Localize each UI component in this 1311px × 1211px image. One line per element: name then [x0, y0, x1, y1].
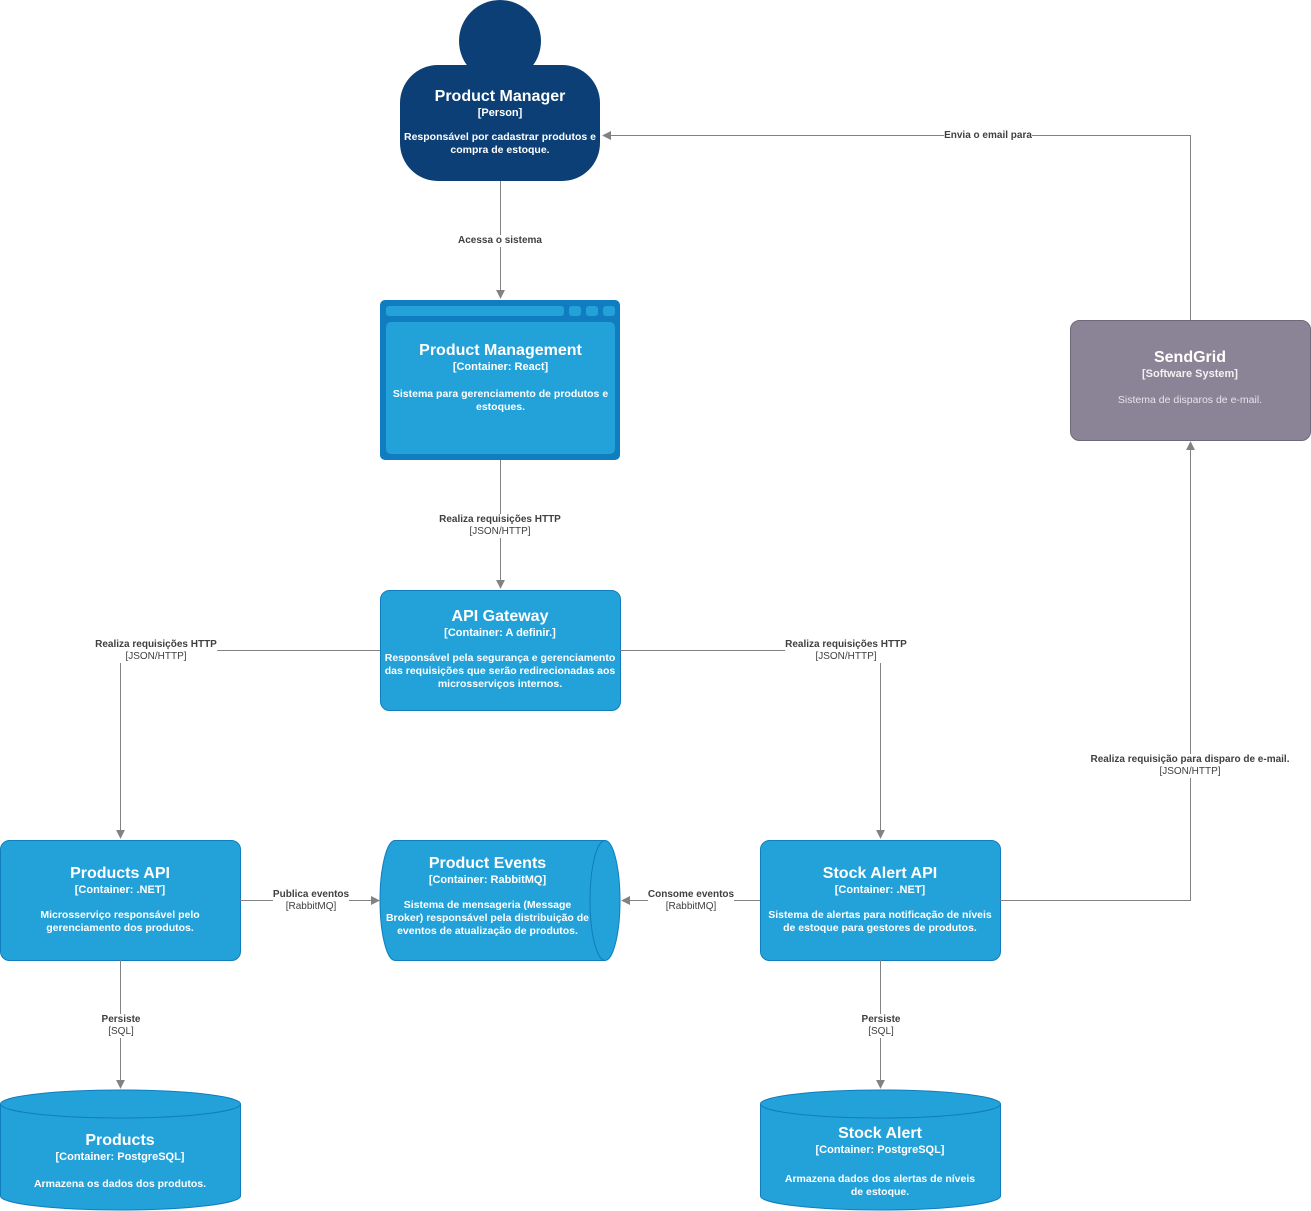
- node-description: Sistema de disparos de e-mail.: [1117, 394, 1263, 406]
- node-description: Responsável por cadastrar produtos e com…: [404, 131, 596, 156]
- edge-label-text: Acessa o sistema: [458, 235, 542, 246]
- node-description: Microsserviço responsável pelo gerenciam…: [40, 909, 200, 934]
- stock-alert-db-node[interactable]: Stock Alert [Container: PostgreSQL] Arma…: [760, 1125, 1000, 1199]
- node-description: Sistema de mensageria (Message Broker) r…: [385, 899, 590, 937]
- edge-envia: [602, 131, 1191, 320]
- edge-label-tech: [JSON/HTTP]: [469, 526, 531, 537]
- edge-label-text: Realiza requisição para disparo de e-mai…: [1090, 754, 1290, 765]
- edge-label-text: Envia o email para: [944, 130, 1032, 141]
- edge-gateway-to-products: [116, 650, 380, 839]
- node-type: [Container: PostgreSQL]: [815, 1144, 945, 1156]
- products-db-shape: [0, 1089, 241, 1211]
- node-title: Products: [85, 1132, 155, 1149]
- node-type: [Container: .NET]: [834, 884, 926, 896]
- person-head: [459, 0, 541, 82]
- node-description: Responsável pela segurança e gerenciamen…: [384, 652, 616, 690]
- node-type: [Software System]: [1142, 368, 1238, 380]
- node-title: Stock Alert: [838, 1125, 922, 1142]
- product-events-node[interactable]: Product Events [Container: RabbitMQ] Sis…: [380, 855, 595, 938]
- edge-label-tech: [JSON/HTTP]: [125, 651, 187, 662]
- edge-label-consome: Consome eventos [RabbitMQ]: [647, 889, 735, 913]
- node-description: Armazena dados dos alertas de níveis de …: [784, 1173, 976, 1198]
- edge-label-tech: [SQL]: [108, 1026, 134, 1037]
- edge-label-pm-to-gateway: Realiza requisições HTTP [JSON/HTTP]: [439, 514, 561, 538]
- edge-label-disparo: Realiza requisição para disparo de e-mai…: [1090, 754, 1290, 778]
- products-api-node[interactable]: Products API [Container: .NET] Microsser…: [0, 865, 240, 935]
- node-type: [Container: .NET]: [74, 884, 166, 896]
- node-description: Armazena os dados dos produtos.: [33, 1178, 207, 1190]
- node-description: Sistema de alertas para notificação de n…: [768, 909, 992, 934]
- node-title: Products API: [70, 865, 170, 882]
- sendgrid-node[interactable]: SendGrid [Software System] Sistema de di…: [1070, 349, 1310, 407]
- edge-label-acessa: Acessa o sistema: [458, 235, 542, 247]
- node-title: SendGrid: [1153, 349, 1226, 366]
- edge-label-tech: [SQL]: [868, 1026, 894, 1037]
- edge-gateway-to-stock: [620, 650, 885, 839]
- edge-disparo: [1000, 441, 1195, 901]
- queue-shape: [379, 840, 621, 961]
- stock-alert-api-node[interactable]: Stock Alert API [Container: .NET] Sistem…: [760, 865, 1000, 935]
- person-shape: [400, 0, 600, 181]
- edge-label-text: Realiza requisições HTTP: [785, 639, 907, 650]
- person-body: [400, 65, 600, 181]
- node-type: [Person]: [477, 107, 523, 119]
- edge-label-publica: Publica eventos [RabbitMQ]: [272, 889, 350, 913]
- edge-label-tech: [RabbitMQ]: [665, 901, 717, 912]
- edge-label-tech: [RabbitMQ]: [285, 901, 337, 912]
- edge-label-text: Persiste: [861, 1014, 901, 1025]
- api-gateway-node[interactable]: API Gateway [Container: A definir.] Resp…: [380, 608, 620, 691]
- edge-label-persiste-stock: Persiste [SQL]: [861, 1014, 901, 1038]
- node-type: [Container: RabbitMQ]: [428, 874, 547, 886]
- node-type: [Container: A definir.]: [444, 627, 556, 639]
- edge-label-envia: Envia o email para: [944, 130, 1032, 142]
- node-title: API Gateway: [451, 608, 549, 625]
- node-type: [Container: React]: [452, 361, 549, 373]
- edge-label-text: Persiste: [101, 1014, 141, 1025]
- browser-frame: [380, 300, 620, 460]
- edge-label-tech: [JSON/HTTP]: [815, 651, 877, 662]
- edge-label-text: Consome eventos: [647, 889, 735, 900]
- node-type: [Container: PostgreSQL]: [55, 1151, 185, 1163]
- node-title: Product Manager: [434, 88, 566, 105]
- node-title: Product Management: [419, 342, 582, 359]
- stock-alert-db-shape: [760, 1089, 1001, 1211]
- node-description: Sistema para gerenciamento de produtos e…: [392, 388, 609, 413]
- product-manager-node[interactable]: Product Manager [Person] Responsável por…: [400, 88, 600, 157]
- edge-label-gateway-to-stock: Realiza requisições HTTP [JSON/HTTP]: [785, 639, 907, 663]
- edge-label-gateway-to-products: Realiza requisições HTTP [JSON/HTTP]: [95, 639, 217, 663]
- product-management-node[interactable]: Product Management [Container: React] Si…: [386, 342, 615, 414]
- edge-label-text: Publica eventos: [272, 889, 350, 900]
- node-title: Stock Alert API: [822, 865, 938, 882]
- edge-label-text: Realiza requisições HTTP: [95, 639, 217, 650]
- edge-label-text: Realiza requisições HTTP: [439, 514, 561, 525]
- products-db-node[interactable]: Products [Container: PostgreSQL] Armazen…: [0, 1132, 240, 1191]
- node-title: Product Events: [428, 855, 547, 872]
- edge-label-persiste-products: Persiste [SQL]: [101, 1014, 141, 1038]
- edge-label-tech: [JSON/HTTP]: [1159, 766, 1221, 777]
